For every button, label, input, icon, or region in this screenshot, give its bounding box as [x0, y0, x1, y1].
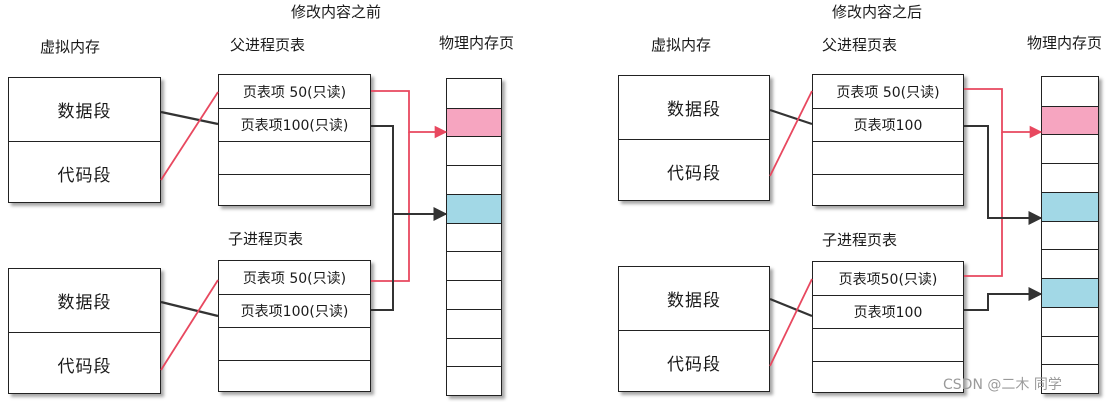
after-parent-entry50-arrow [964, 88, 1043, 139]
after-parent-virtual-memory: 数据段 代码段 [618, 75, 770, 201]
before-parent-entry100-arrow [371, 125, 448, 221]
before-child-entry-empty [219, 327, 370, 360]
after-parent-data-segment: 数据段 [667, 100, 721, 120]
after-page-white [1042, 306, 1098, 336]
after-parent-entry-empty [813, 174, 963, 207]
after-child-entry-empty [813, 328, 963, 361]
after-page-white [1042, 220, 1098, 250]
watermark: CSDN @二木 同学 [943, 377, 1062, 393]
before-page-white [447, 222, 501, 252]
before-child-code-segment: 代码段 [9, 332, 160, 395]
after-child-page-table: 页表项50(只读) 页表项100 [812, 261, 964, 393]
after-parent-table-label: 父进程页表 [822, 36, 898, 54]
after-page-white [1042, 249, 1098, 278]
before-title: 修改内容之前 [291, 3, 382, 21]
after-parent-code-segment: 代码段 [619, 139, 769, 202]
after-page-pink [1042, 105, 1098, 135]
before-page-blue [447, 193, 501, 223]
before-parent-virtual-memory: 数据段 代码段 [8, 77, 161, 203]
after-child-entry-empty [813, 361, 963, 394]
before-page-white [447, 165, 501, 194]
after-page-white [1042, 364, 1098, 393]
before-page-white [447, 366, 501, 395]
before-child-entry50-arrow [371, 132, 410, 282]
before-parent-data-to-entry100 [160, 110, 219, 126]
before-parent-table-label: 父进程页表 [230, 36, 306, 54]
after-parent-entry100-arrow [964, 125, 1043, 225]
after-child-entry-50: 页表项50(只读) [838, 271, 938, 288]
after-child-data-segment: 数据段 [667, 291, 721, 311]
before-parent-code-segment: 代码段 [9, 141, 160, 204]
before-parent-entry50-arrow [371, 90, 448, 139]
after-page-blue [1042, 191, 1098, 221]
after-child-entry100-arrow [964, 287, 1043, 311]
before-child-entry-empty [219, 360, 370, 393]
before-parent-entry-empty [219, 174, 370, 207]
after-parent-data-to-entry100 [769, 108, 813, 126]
before-page-white [447, 136, 501, 165]
before-page-white [447, 308, 501, 338]
before-parent-entry-100: 页表项100(只读) [219, 108, 370, 141]
before-page-pink [447, 107, 501, 137]
after-parent-entry-100: 页表项100 [813, 108, 963, 141]
before-child-entry100-arrow [371, 214, 394, 311]
after-virtual-memory-label: 虚拟内存 [651, 36, 712, 54]
before-parent-entry-empty [219, 141, 370, 174]
before-parent-code-to-entry50 [160, 91, 219, 181]
after-child-virtual-memory: 数据段 代码段 [618, 266, 770, 392]
after-page-white [1042, 163, 1098, 192]
after-page-white [1042, 134, 1098, 163]
after-child-entry-100: 页表项100 [813, 295, 963, 328]
before-parent-data-segment: 数据段 [57, 102, 112, 122]
after-child-code-segment: 代码段 [619, 330, 769, 393]
after-parent-entry-50: 页表项 50(只读) [836, 84, 940, 101]
after-parent-entry-empty [813, 141, 963, 174]
before-parent-page-table: 页表项 50(只读) 页表项100(只读) [218, 74, 371, 206]
before-child-page-table: 页表项 50(只读) 页表项100(只读) [218, 260, 371, 392]
before-child-virtual-memory: 数据段 代码段 [8, 268, 161, 394]
before-child-entry-50: 页表项 50(只读) [242, 270, 347, 287]
before-page-white [447, 280, 501, 309]
after-physical-memory-pages [1041, 76, 1099, 394]
before-page-white [447, 337, 501, 367]
before-parent-entry-50: 页表项 50(只读) [242, 84, 347, 101]
after-page-blue [1042, 278, 1098, 307]
after-child-code-to-entry50 [769, 278, 813, 367]
before-physical-memory-pages [446, 78, 502, 396]
before-virtual-memory-label: 虚拟内存 [40, 38, 101, 56]
before-child-entry-100: 页表项100(只读) [219, 294, 370, 327]
after-child-data-to-entry100 [769, 297, 813, 318]
before-child-code-to-entry50 [160, 279, 219, 371]
after-physical-pages-label: 物理内存页 [1027, 34, 1103, 52]
before-physical-pages-label: 物理内存页 [439, 34, 515, 52]
after-child-entry50-arrow [964, 132, 1003, 277]
before-child-data-segment: 数据段 [57, 293, 112, 313]
after-parent-page-table: 页表项 50(只读) 页表项100 [812, 74, 964, 206]
before-page-white [447, 251, 501, 280]
after-child-table-label: 子进程页表 [822, 231, 898, 249]
after-title: 修改内容之后 [832, 3, 923, 21]
after-page-white [1042, 335, 1098, 365]
before-child-data-to-entry100 [160, 300, 219, 318]
after-parent-code-to-entry50 [769, 90, 813, 177]
before-child-table-label: 子进程页表 [228, 230, 304, 248]
